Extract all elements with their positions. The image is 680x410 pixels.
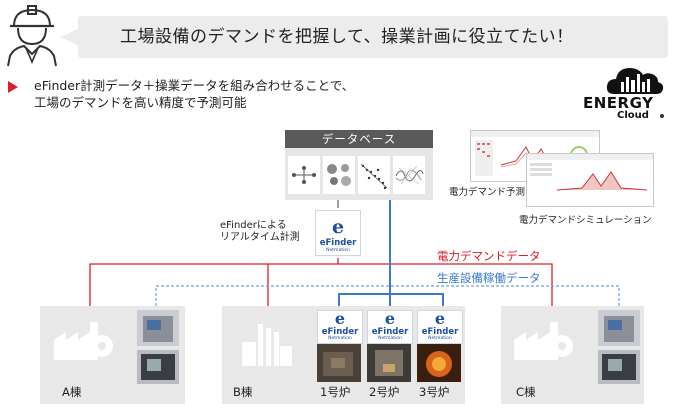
furnace-3-efinder: e eFinder Netmation	[417, 309, 463, 344]
furnace-1-sub: Netmation	[328, 336, 352, 341]
furnace-2-e-icon: e	[384, 309, 396, 328]
efinder-hub-e-icon: e	[331, 216, 345, 238]
machine-photo-a-top	[137, 310, 179, 346]
furnace-2-sub: Netmation	[378, 336, 402, 341]
furnace-1-efinder: e eFinder Netmation	[317, 309, 363, 344]
machine-photo-c-bottom	[598, 350, 640, 384]
furnace-3-e-icon: e	[434, 309, 446, 328]
furnace-3-sub: Netmation	[428, 336, 452, 341]
speech-bubble-tail	[60, 28, 80, 46]
speech-bubble	[78, 16, 668, 58]
furnace-2-photo	[367, 344, 411, 382]
efinder-caption-line-1: eFinderによる	[220, 220, 287, 231]
efinder-hub-card: e eFinder Netmation	[315, 210, 361, 256]
furnace-3-photo	[417, 344, 461, 382]
furnace-1-brand: eFinder	[321, 327, 359, 337]
energy-cloud-logo-icon	[606, 62, 664, 96]
furnace-1-e-icon: e	[334, 309, 346, 328]
factory-icon-c	[512, 316, 576, 362]
furnace-2-label: 2号炉	[369, 385, 400, 399]
description: eFinder計測データ＋操業データを組み合わせることで、 工場のデマンドを高い…	[34, 77, 354, 111]
efinder-hub-sub: Netmation	[326, 248, 350, 253]
db-icon-clusters	[323, 156, 355, 194]
building-c-label: C棟	[516, 385, 536, 399]
simulation-screen	[526, 153, 654, 207]
efinder-caption-line-2: リアルタイム計測	[220, 232, 300, 243]
building-b-label: B棟	[233, 385, 253, 399]
power-plant-icon	[234, 316, 294, 368]
forecast-caption: 電力デマンド予測	[449, 187, 526, 198]
furnace-1-photo	[317, 344, 361, 382]
furnace-2-efinder: e eFinder Netmation	[367, 309, 413, 344]
production-ops-label: 生産設備稼働データ	[437, 271, 541, 285]
efinder-caption: eFinderによる リアルタイム計測	[220, 220, 300, 244]
worker-icon	[4, 4, 60, 68]
description-line-1: eFinder計測データ＋操業データを組み合わせることで、	[34, 78, 355, 93]
production-ops-line	[155, 285, 620, 306]
machine-photo-c-top	[598, 310, 640, 346]
db-icon-scatter	[358, 156, 390, 194]
building-a-label: A棟	[62, 385, 82, 399]
machine-photo-a-bottom	[137, 350, 179, 384]
power-demand-label: 電力デマンドデータ	[437, 249, 541, 263]
simulation-caption: 電力デマンドシミュレーション	[519, 215, 652, 226]
logo-dot	[660, 114, 664, 118]
description-line-2: 工場のデマンドを高い精度で予測可能	[34, 95, 247, 110]
database-title: データベース	[285, 130, 433, 148]
furnace-3-label: 3号炉	[419, 385, 450, 399]
db-icon-network	[288, 156, 320, 194]
furnace-1-label: 1号炉	[320, 385, 351, 399]
logo-cloud-text: Cloud	[617, 110, 649, 121]
furnace-2-brand: eFinder	[371, 327, 409, 337]
efinder-hub-brand: eFinder	[319, 238, 357, 248]
bullet-triangle-icon	[8, 81, 18, 93]
db-icon-waves	[393, 156, 425, 194]
furnace-3-brand: eFinder	[421, 327, 459, 337]
logo-energy-text: ENERGY	[583, 94, 654, 112]
factory-icon	[52, 316, 116, 362]
headline: 工場設備のデマンドを把握して、操業計画に役立てたい！	[120, 27, 574, 47]
